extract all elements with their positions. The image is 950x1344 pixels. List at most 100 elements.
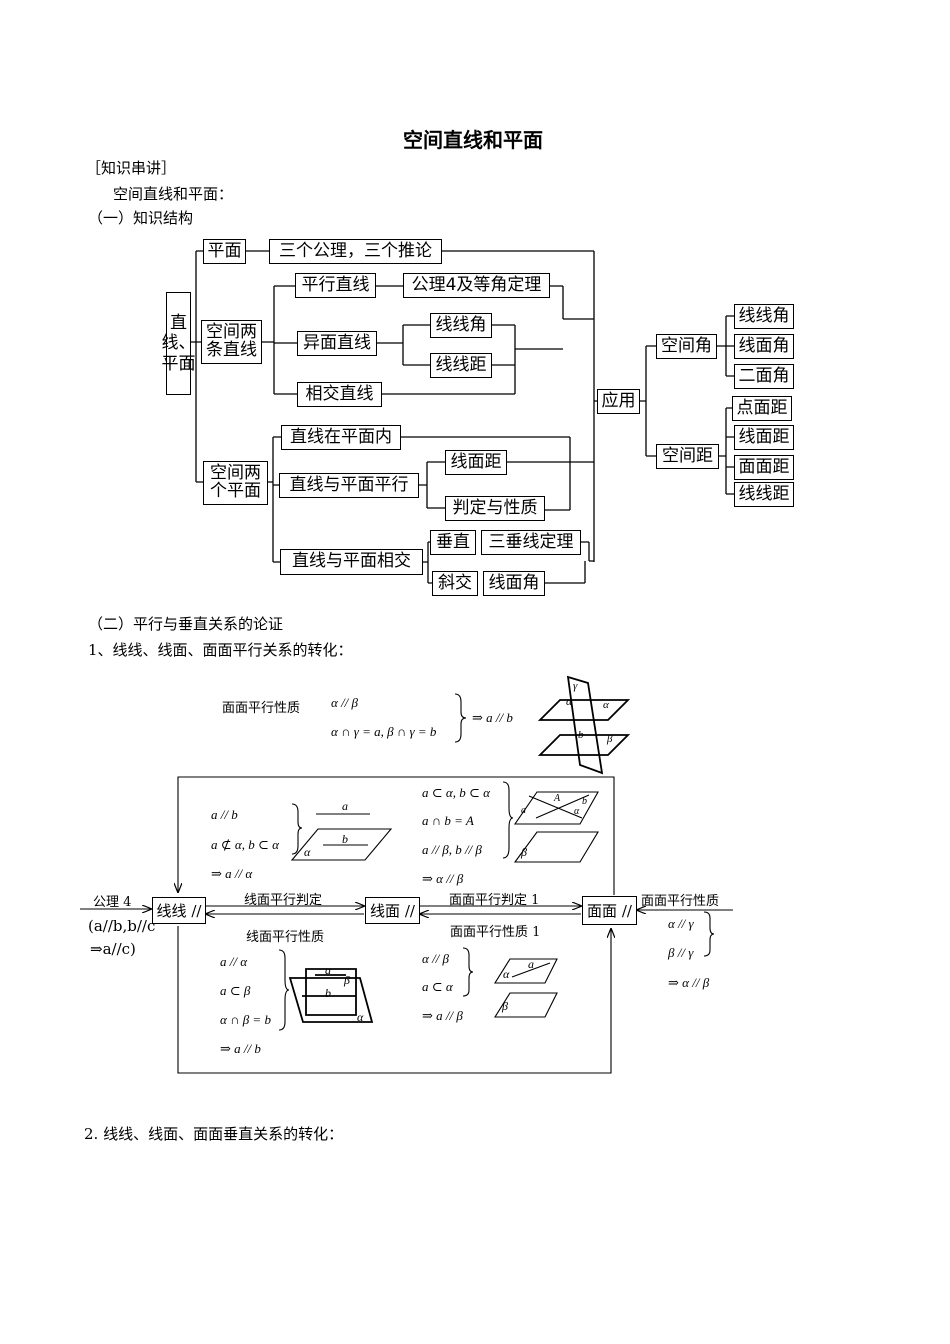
tree-line-plane-dist: 线面距 <box>445 450 507 475</box>
tree-dist-line-line: 线线距 <box>734 482 794 507</box>
tree-perpendicular-label: 垂直 <box>436 531 470 552</box>
fig-mid-alpha-label: α <box>574 806 580 817</box>
left-conclusion: ⇒ a // α <box>211 866 253 881</box>
bl-premise-3: α ∩ β = b <box>220 1012 271 1027</box>
section-label: ［知识串讲］ <box>86 159 177 177</box>
bm-premise-2: a ⊂ α <box>422 979 453 994</box>
left-premise-2: a ⊄ α, b ⊂ α <box>211 837 279 852</box>
fig-bl-b-label: b <box>325 986 331 1000</box>
left-premise-1: a // b <box>211 807 238 822</box>
tree-intersecting-lines: 相交直线 <box>297 382 382 407</box>
tree-dist-label: 面面距 <box>738 456 790 477</box>
tree-dist-label: 线面距 <box>738 426 790 447</box>
tree-dist-plane-plane: 面面距 <box>734 455 794 480</box>
tree-axioms-label: 三个公理，三个推论 <box>279 240 432 261</box>
item2-heading: 2. 线线、线面、面面垂直关系的转化： <box>84 1125 344 1143</box>
tree-two-lines: 空间两条直线 <box>201 320 262 364</box>
tree-line-plane-angle: 线面角 <box>483 571 545 596</box>
tree-line-parallel-plane-label: 直线与平面平行 <box>289 474 409 495</box>
tree-plane: 平面 <box>203 239 246 264</box>
fig-bl-alpha-label: α <box>357 1010 364 1024</box>
tree-criterion-property-label: 判定与性质 <box>452 497 538 518</box>
arrow-plane-plane-criterion: 面面平行判定 1 <box>449 893 540 908</box>
bl-premise-2: a ⊂ β <box>220 983 251 998</box>
tree-line-plane-dist-label: 线面距 <box>450 451 502 472</box>
tree-angle-label: 二面角 <box>738 365 790 386</box>
top-theorem-premise-1: α // β <box>331 695 359 710</box>
mid-premise-1: a ⊂ α, b ⊂ α <box>422 785 490 800</box>
tree-line-in-plane-label: 直线在平面内 <box>290 426 392 447</box>
tree-line-intersect-plane-label: 直线与平面相交 <box>292 551 411 572</box>
node-line-line-parallel: 线线 // <box>152 897 206 924</box>
tree-space-dist-label: 空间距 <box>662 445 713 466</box>
fig-left-alpha-label: α <box>304 845 311 859</box>
tree-dist-point-plane: 点面距 <box>732 396 792 421</box>
node-line-plane-label: 线面 // <box>370 902 415 920</box>
tree-oblique: 斜交 <box>432 571 478 596</box>
tree-two-planes-label: 空间两个平面 <box>210 463 261 501</box>
tree-three-perp-label: 三垂线定理 <box>488 531 574 552</box>
tree-line-line-dist-label: 线线距 <box>435 354 487 375</box>
node-plane-plane-label: 面面 // <box>587 902 632 920</box>
fig-bm-alpha-label: α <box>503 967 510 981</box>
part1-heading: （一）知识结构 <box>88 209 194 227</box>
fig-left-a-label: a <box>342 799 348 813</box>
tree-application: 应用 <box>597 389 640 414</box>
tree-plane-label: 平面 <box>207 240 242 261</box>
tree-dist-label: 点面距 <box>736 397 788 418</box>
node-line-plane-parallel: 线面 // <box>365 897 420 924</box>
tree-oblique-label: 斜交 <box>438 572 472 593</box>
tree-axiom4-label: 公理4及等角定理 <box>411 274 542 295</box>
fig-top-b-label: b <box>578 729 584 741</box>
mid-premise-2: a ∩ b = A <box>422 813 474 828</box>
tree-line-line-angle-label: 线线角 <box>435 314 487 335</box>
tree-parallel-lines-label: 平行直线 <box>301 274 370 295</box>
right-theorem-label: 面面平行性质 <box>641 894 720 909</box>
fig-top-beta-label: β <box>607 733 613 745</box>
tree-space-angle-label: 空间角 <box>661 335 712 356</box>
tree-angle-line-plane: 线面角 <box>734 334 794 359</box>
page-title: 空间直线和平面 <box>403 128 543 152</box>
tree-two-lines-label: 空间两条直线 <box>206 322 257 360</box>
fig-top-alpha-label: α <box>603 699 609 711</box>
fig-bl-a-label: a <box>325 963 331 977</box>
fig-mid-A-label: A <box>554 793 561 804</box>
tree-dist-label: 线线距 <box>738 483 790 504</box>
tree-dist-line-plane: 线面距 <box>734 425 794 450</box>
tree-perpendicular: 垂直 <box>430 530 476 555</box>
tree-axiom4: 公理4及等角定理 <box>403 273 550 298</box>
tree-angle-label: 线面角 <box>738 335 790 356</box>
tree-root: 直线、平面 <box>162 292 196 395</box>
fig-bm-beta-label: β <box>502 999 508 1013</box>
fig-mid-b-label: b <box>582 796 587 807</box>
tree-space-angle: 空间角 <box>656 334 717 359</box>
fig-bl-beta-label: β <box>344 973 350 987</box>
part2-heading: （二）平行与垂直关系的论证 <box>88 615 284 633</box>
item1-heading: 1、线线、线面、面面平行关系的转化： <box>88 641 353 659</box>
tree-angle-label: 线线角 <box>738 305 790 326</box>
fig-mid-beta-label: β <box>521 845 527 859</box>
tree-application-label: 应用 <box>601 390 636 411</box>
top-theorem-label: 面面平行性质 <box>222 701 301 716</box>
fig-top-a-label: α <box>566 696 572 708</box>
tree-axioms: 三个公理，三个推论 <box>269 239 442 264</box>
arrow-line-plane-criterion: 线面平行判定 <box>244 893 323 908</box>
tree-angle-line-line: 线线角 <box>734 304 794 329</box>
fig-left-b-label: b <box>342 832 348 846</box>
tree-intersecting-lines-label: 相交直线 <box>305 383 374 404</box>
tree-root-label: 直线、平面 <box>161 312 196 374</box>
mid-premise-3: a // β, b // β <box>422 842 482 857</box>
right-premise-2: β // γ <box>668 945 694 960</box>
tree-line-line-angle: 线线角 <box>430 313 492 338</box>
node-plane-plane-parallel: 面面 // <box>582 896 637 925</box>
bm-conclusion: ⇒ a // β <box>422 1008 463 1023</box>
tree-criterion-property: 判定与性质 <box>445 496 545 521</box>
bl-conclusion: ⇒ a // b <box>220 1041 261 1056</box>
intro-text: 空间直线和平面： <box>113 185 234 203</box>
tree-two-planes: 空间两个平面 <box>203 461 268 505</box>
tree-space-dist: 空间距 <box>656 444 719 469</box>
axiom4-label: 公理 4 <box>93 895 132 910</box>
tree-angle-dihedral: 二面角 <box>734 364 794 389</box>
